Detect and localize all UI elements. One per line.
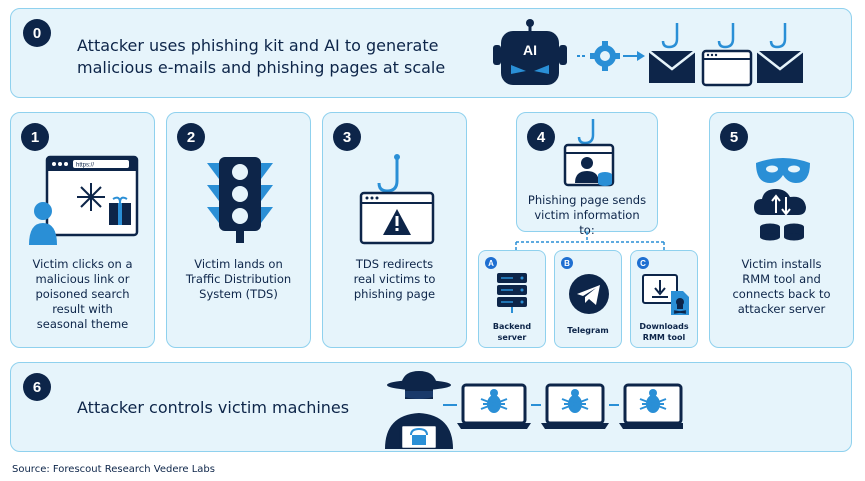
laptop-icon bbox=[457, 383, 531, 429]
step-2-box: 2 Victim lands on Traffic Distribution S… bbox=[166, 112, 311, 348]
target-rmm-download: C Downloads RMM tool bbox=[630, 250, 698, 348]
text-line: malicious link or bbox=[35, 272, 130, 286]
text-line: result with bbox=[52, 302, 113, 316]
hacker-icon bbox=[385, 371, 453, 449]
step-5-box: 5 Victim installs RMM tool and connects … bbox=[709, 112, 854, 348]
text-line: Phishing page sends bbox=[527, 193, 647, 207]
text-line: RMM tool bbox=[642, 333, 686, 342]
step-1-box: 1 https:// Victim clicks on a malicious … bbox=[10, 112, 155, 348]
step-number: 0 bbox=[23, 19, 51, 47]
text-line: System (TDS) bbox=[199, 287, 278, 301]
step-3-box: 3 TDS redirects real victims to phishing… bbox=[322, 112, 467, 348]
step-3-text: TDS redirects real victims to phishing p… bbox=[331, 257, 458, 302]
text-line: server bbox=[497, 333, 527, 342]
letter-badge: B bbox=[561, 257, 573, 269]
url-text: https:// bbox=[76, 163, 94, 169]
text-line: Downloads bbox=[639, 322, 689, 331]
step-6-box: 6 Attacker controls victim machines bbox=[10, 362, 852, 452]
text-line: Victim lands on bbox=[194, 257, 283, 271]
phishing-email-icon bbox=[648, 23, 696, 83]
text-line: poisoned search bbox=[35, 287, 130, 301]
laptop-icon bbox=[541, 383, 609, 429]
step-0-line-2: malicious e-mails and phishing pages at … bbox=[77, 58, 446, 77]
text-line: connects back to bbox=[732, 287, 831, 301]
download-icon bbox=[642, 274, 689, 315]
step-4-box: 4 Phishing page sends victim information… bbox=[516, 112, 658, 237]
step-0-box: 0 Attacker uses phishing kit and AI to g… bbox=[10, 8, 852, 98]
server-icon bbox=[497, 273, 527, 313]
text-line: Traffic Distribution bbox=[185, 272, 292, 286]
ai-label: AI bbox=[523, 42, 537, 58]
phishing-page-warning-icon bbox=[359, 154, 435, 245]
text-line: Victim installs bbox=[741, 257, 822, 271]
phishing-page-icon bbox=[701, 23, 753, 87]
text-line: attacker server bbox=[737, 302, 826, 316]
text-line: victim information to: bbox=[534, 208, 640, 237]
step-5-text: Victim installs RMM tool and connects ba… bbox=[718, 257, 845, 317]
phishing-page-data-icon bbox=[563, 119, 615, 187]
step-0-text: Attacker uses phishing kit and AI to gen… bbox=[77, 35, 445, 79]
step-0-line-1: Attacker uses phishing kit and AI to gen… bbox=[77, 36, 439, 55]
phishing-email-icon-2 bbox=[756, 23, 804, 83]
ai-robot-icon: AI bbox=[493, 19, 567, 85]
target-label: Downloads RMM tool bbox=[633, 321, 695, 343]
text-line: Backend bbox=[492, 322, 532, 331]
step-2-text: Victim lands on Traffic Distribution Sys… bbox=[175, 257, 302, 302]
step-number: 2 bbox=[177, 123, 205, 151]
text-line: seasonal theme bbox=[36, 317, 129, 331]
text-line: Victim clicks on a bbox=[32, 257, 133, 271]
target-label: Backend server bbox=[481, 321, 543, 343]
step-number: 4 bbox=[527, 123, 555, 151]
letter-badge: C bbox=[637, 257, 649, 269]
step-number: 3 bbox=[333, 123, 361, 151]
text-line: Telegram bbox=[567, 326, 609, 335]
text-line: RMM tool and bbox=[742, 272, 821, 286]
rmm-connection-icon bbox=[754, 158, 810, 241]
target-label: Telegram bbox=[557, 325, 619, 336]
source-caption: Source: Forescout Research Vedere Labs bbox=[12, 464, 215, 475]
step-number: 1 bbox=[21, 123, 49, 151]
laptop-icon bbox=[619, 383, 683, 429]
step-1-text: Victim clicks on a malicious link or poi… bbox=[19, 257, 146, 332]
text-line: real victims to bbox=[353, 272, 436, 286]
traffic-light-icon bbox=[207, 157, 273, 243]
text-line: TDS redirects bbox=[355, 257, 434, 271]
target-telegram: B Telegram bbox=[554, 250, 622, 348]
text-line: phishing page bbox=[353, 287, 436, 301]
step-4-text: Phishing page sends victim information t… bbox=[525, 193, 649, 238]
seasonal-website-icon: https:// bbox=[29, 155, 139, 245]
target-backend-server: A Backend server bbox=[478, 250, 546, 348]
letter-badge: A bbox=[485, 257, 497, 269]
victim-machines-icon bbox=[443, 383, 683, 429]
step-number: 5 bbox=[720, 123, 748, 151]
step-6-text: Attacker controls victim machines bbox=[77, 398, 350, 417]
telegram-icon bbox=[569, 274, 609, 314]
gear-icon bbox=[577, 41, 645, 71]
step-number: 6 bbox=[23, 373, 51, 401]
